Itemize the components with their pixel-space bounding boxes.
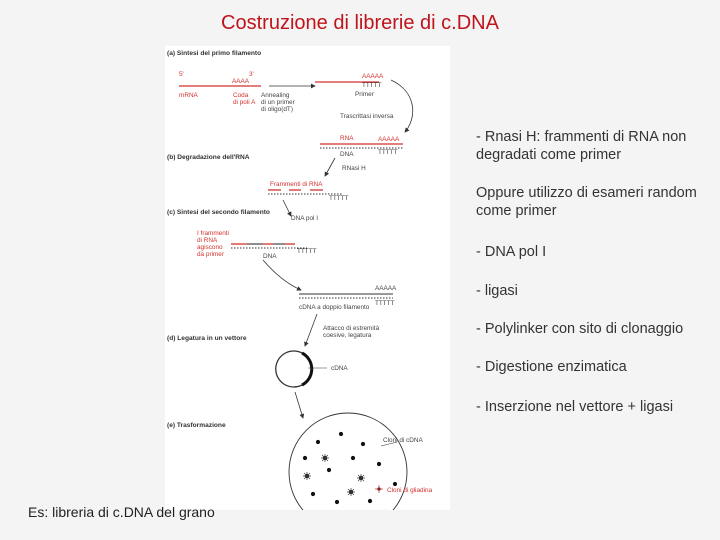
- rt-arrow: [390, 79, 414, 133]
- slide-title: Costruzione di librerie di c.DNA: [221, 12, 499, 34]
- note-polylinker: - Polylinker con sito di clonaggio: [476, 321, 684, 337]
- coda-label-2: di poli A: [233, 99, 256, 106]
- annealing-label: Annealing: [261, 92, 290, 99]
- step-e-heading: (e) Trasformazione: [167, 422, 226, 429]
- ds-tttt: TTTTT: [375, 300, 395, 307]
- cdna-clones-label: Cloni di cDNA: [383, 437, 424, 444]
- hybrid-tttt: TTTTT: [378, 149, 398, 156]
- second-tttt: TTTTT: [297, 248, 317, 255]
- figure-diagram: (a) Sintesi del primo filamento (b) Degr…: [167, 50, 433, 510]
- rnaseh-arrow: [324, 157, 336, 177]
- annealing-label-2: di un primer: [261, 99, 296, 106]
- primer-frag-label-4: da primer: [197, 251, 225, 258]
- aaaaa-label: AAAAA: [362, 73, 384, 80]
- hybrid-aaaa: AAAAA: [378, 136, 400, 143]
- cdna-insert: [301, 351, 314, 387]
- rnaseh-label: RNasi H: [342, 165, 366, 172]
- vector-circle: [275, 350, 303, 388]
- step-c-heading: (c) Sintesi del secondo filamento: [167, 209, 270, 216]
- gliadin-clones-label: Cloni di gliadina: [387, 487, 433, 494]
- annealing-label-3: di oligo(dT): [261, 106, 293, 113]
- ligation-label-2: coesive, legatura: [323, 332, 372, 339]
- rna-label: RNA: [340, 135, 354, 142]
- clone-colonies: [302, 431, 398, 510]
- primer-frag-label-3: agiscono: [197, 244, 223, 251]
- coda-label: Coda: [233, 92, 249, 99]
- step-a-heading: (a) Sintesi del primo filamento: [167, 50, 261, 57]
- primer-frag-label-2: di RNA: [197, 237, 218, 244]
- vector-cdna-label: cDNA: [331, 365, 348, 372]
- ds-aaaa: AAAAA: [375, 285, 397, 292]
- note-random-hexamers: Oppure utilizzo di esameri random come p…: [476, 185, 697, 219]
- dna-label: DNA: [340, 151, 354, 158]
- tttt-primer: TTTTT: [362, 82, 382, 89]
- mrna-label: mRNA: [179, 92, 199, 99]
- rt-label: Trascrittasi inversa: [340, 113, 394, 120]
- transform-arrow: [294, 391, 305, 419]
- second-dna-label: DNA: [263, 253, 277, 260]
- dnapol-arrow: [282, 199, 292, 217]
- note-insertion: - Inserzione nel vettore + ligasi: [476, 399, 674, 415]
- primer-label: Primer: [355, 91, 375, 98]
- gliadin-clones: [303, 454, 365, 496]
- step-d-heading: (d) Legatura in un vettore: [167, 335, 247, 342]
- dnapol-label: DNA pol I: [291, 215, 318, 222]
- ligation-label: Attacco di estremità: [323, 325, 380, 332]
- fragments-tttt: TTTTT: [329, 195, 349, 202]
- petri-plate: [288, 412, 408, 510]
- step-b-heading: (b) Degradazione dell'RNA: [167, 154, 250, 161]
- cdna-library-figure: (a) Sintesi del primo filamento (b) Degr…: [165, 46, 450, 510]
- note-ligase: - ligasi: [476, 283, 518, 299]
- five-prime-label: 5': [179, 71, 184, 78]
- note-digestion: - Digestione enzimatica: [476, 359, 627, 375]
- figure-caption: Es: libreria di c.DNA del grano: [28, 504, 215, 520]
- rna-fragments-label: Frammenti di RNA: [270, 181, 323, 188]
- polya-tail-label: AAAA: [232, 78, 250, 85]
- ligation-arrow: [304, 313, 318, 347]
- note-rnase-h: - Rnasi H: frammenti di RNA non degradat…: [476, 129, 687, 163]
- note-dna-pol: - DNA pol I: [476, 244, 547, 260]
- primer-frag-label: I frammenti: [197, 230, 229, 237]
- three-prime-label: 3': [249, 71, 254, 78]
- ds-cdna-label: cDNA a doppio filamento: [299, 304, 370, 311]
